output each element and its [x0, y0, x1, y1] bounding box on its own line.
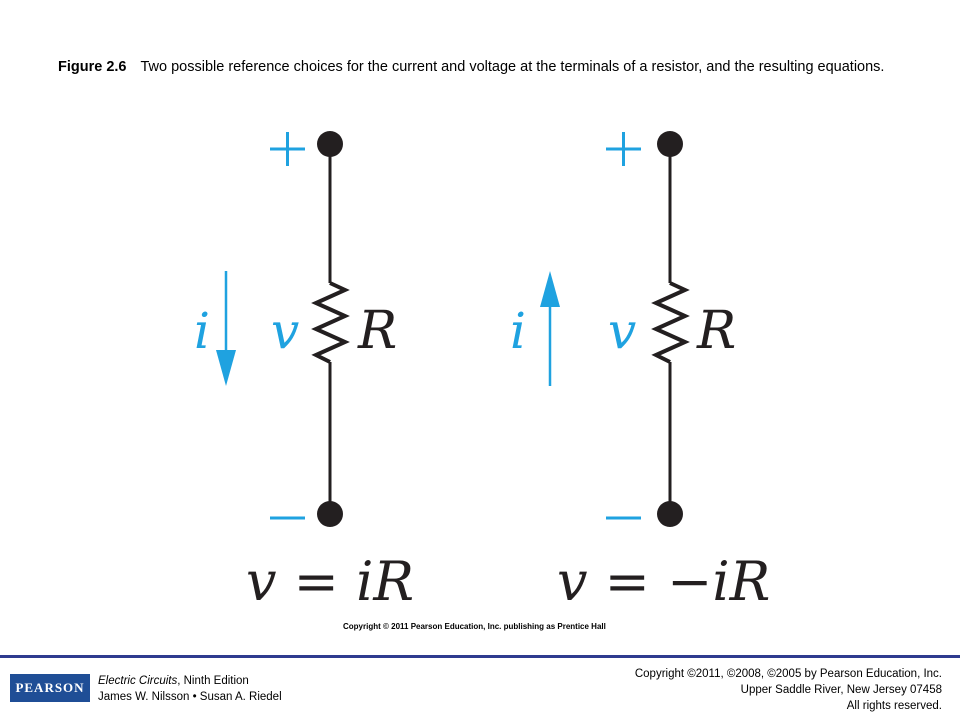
- left-resistor-label: R: [357, 301, 397, 361]
- book-title-line: Electric Circuits, Ninth Edition: [98, 673, 282, 689]
- right-voltage-label: v: [608, 302, 636, 360]
- figure-caption: Figure 2.6 Two possible reference choices…: [58, 58, 908, 77]
- book-info: Electric Circuits, Ninth Edition James W…: [98, 673, 282, 705]
- right-bottom-terminal: [657, 501, 683, 527]
- left-circuit: i v R v = iR: [194, 131, 414, 613]
- left-voltage-label: v: [271, 302, 299, 360]
- publisher-copyright: Copyright © 2011 Pearson Education, Inc.…: [343, 622, 606, 631]
- left-equation: v = iR: [246, 550, 414, 613]
- copyright-line-3: All rights reserved.: [846, 700, 942, 712]
- figure-label: Figure 2.6: [58, 59, 127, 75]
- footer-divider: [0, 655, 960, 658]
- left-plus-sign: [270, 132, 305, 166]
- left-current-arrow: [216, 271, 236, 386]
- book-authors: James W. Nilsson • Susan A. Riedel: [98, 691, 282, 703]
- copyright-line-2: Upper Saddle River, New Jersey 07458: [740, 684, 942, 696]
- left-bottom-terminal: [317, 501, 343, 527]
- right-circuit: i v R v = −iR: [510, 131, 770, 613]
- left-current-label: i: [194, 302, 210, 360]
- right-top-terminal: [657, 131, 683, 157]
- right-resistor: [651, 281, 690, 364]
- right-plus-sign: [606, 132, 641, 166]
- copyright-line-1: Copyright ©2011, ©2008, ©2005 by Pearson…: [634, 668, 942, 680]
- resistor-reference-diagram: i v R v = iR i v R v = −iR: [194, 131, 770, 613]
- left-resistor: [311, 281, 350, 364]
- left-top-terminal: [317, 131, 343, 157]
- right-current-label: i: [510, 302, 526, 360]
- pearson-logo: PEARSON: [10, 674, 90, 702]
- copyright-info: Copyright ©2011, ©2008, ©2005 by Pearson…: [635, 666, 942, 714]
- book-title: Electric Circuits: [98, 675, 178, 687]
- figure-caption-text: Two possible reference choices for the c…: [140, 59, 885, 75]
- right-resistor-label: R: [696, 301, 736, 361]
- right-equation: v = −iR: [557, 550, 770, 613]
- right-current-arrow: [540, 271, 560, 386]
- book-edition: , Ninth Edition: [177, 675, 249, 687]
